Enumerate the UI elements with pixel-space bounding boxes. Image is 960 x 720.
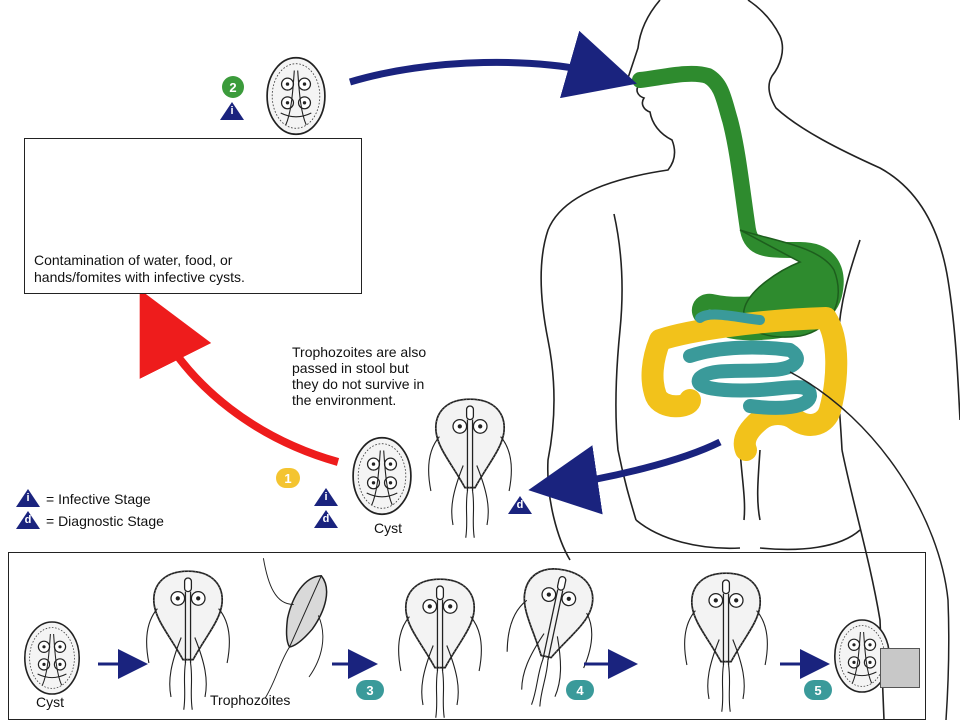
diagnostic-badge-troph: d	[508, 496, 532, 514]
cyst-label-bottom: Cyst	[36, 694, 64, 710]
cyst-label-center: Cyst	[374, 520, 402, 536]
diagnostic-badge-center: d	[314, 510, 338, 528]
trophozoite-note-line3: they do not survive in	[292, 376, 425, 392]
trophozoite-icon-2	[262, 558, 328, 699]
trophozoite-note-line4: the environment.	[292, 392, 397, 408]
trophozoite-note-line1: Trophozoites are also	[292, 344, 427, 360]
contamination-box	[24, 138, 362, 294]
arrow-to-contamination	[139, 289, 340, 466]
legend-infective-icon: i	[16, 489, 40, 507]
step-5-marker: 5	[804, 680, 832, 700]
gray-square-button[interactable]	[880, 648, 920, 688]
digestive-tract	[632, 65, 848, 461]
arrow-to-mouth	[348, 30, 637, 99]
contamination-caption-line1: Contamination of water, food, or	[34, 252, 233, 268]
step-2-marker: 2	[222, 76, 244, 98]
cyst-icon-top	[266, 56, 326, 136]
step-3-marker: 3	[356, 680, 384, 700]
trophozoite-icon-center	[427, 398, 513, 539]
infective-badge-center: i	[314, 488, 338, 506]
human-silhouette	[540, 0, 960, 720]
legend-diagnostic-label: = Diagnostic Stage	[46, 513, 164, 529]
step-4-marker: 4	[566, 680, 594, 700]
arrow-to-stool	[528, 438, 722, 515]
step-1-marker: 1	[276, 468, 300, 488]
legend-infective-label: = Infective Stage	[46, 491, 151, 507]
trophozoite-note-line2: passed in stool but	[292, 360, 409, 376]
legend-diagnostic-icon: d	[16, 511, 40, 529]
trophozoites-label: Trophozoites	[210, 692, 291, 708]
cyst-icon-center	[352, 436, 412, 516]
infective-badge-top: i	[220, 102, 244, 120]
contamination-caption-line2: hands/fomites with infective cysts.	[34, 269, 245, 285]
replication-panel	[8, 552, 926, 720]
